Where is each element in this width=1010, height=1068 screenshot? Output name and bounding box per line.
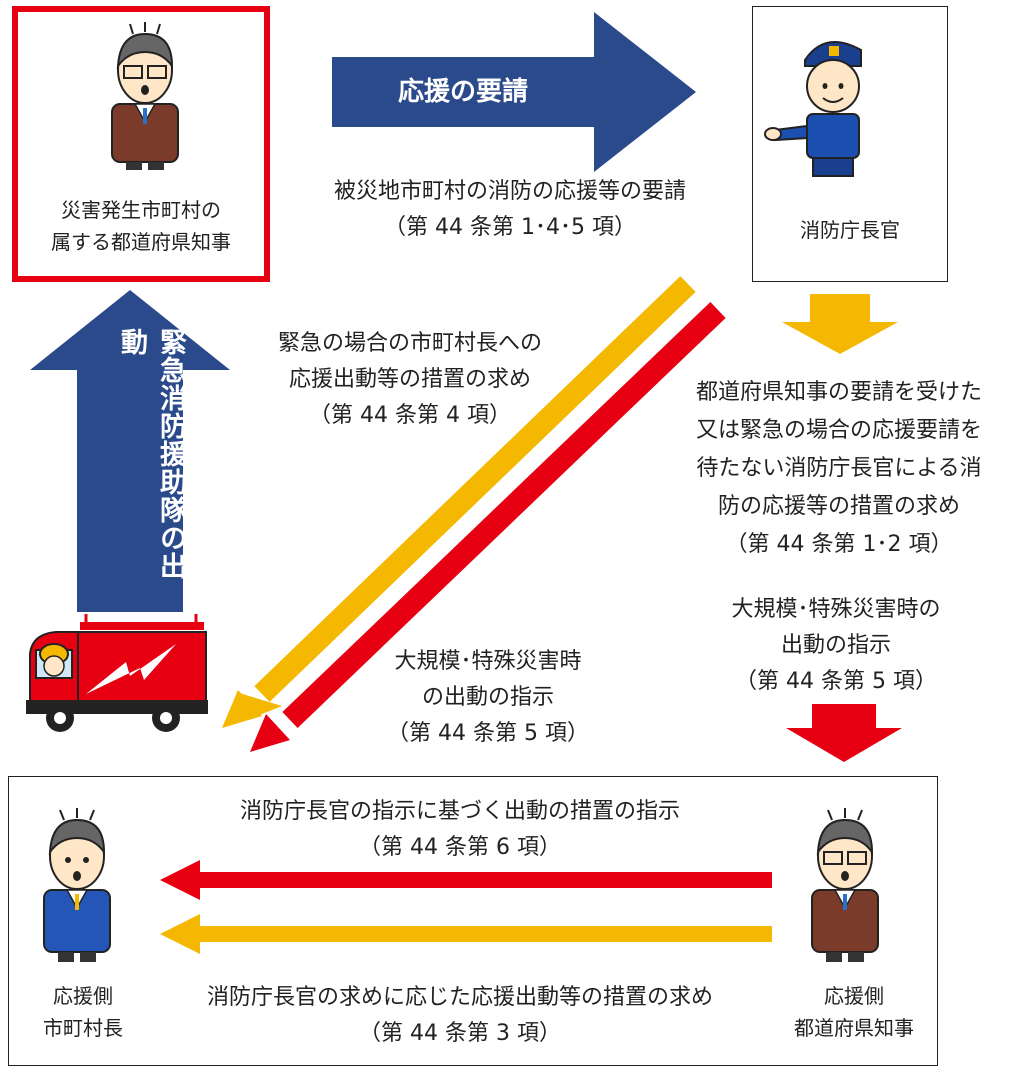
supporting-governor-label: 応援側 都道府県知事: [794, 984, 914, 1040]
governor-figure-icon: [111, 22, 179, 170]
fire-truck-icon: [26, 614, 208, 732]
emergency-dispatch-arrow: [30, 290, 230, 612]
request-arrow-label: 応援の要請: [397, 77, 528, 107]
bottom-horizontal-arrows: [160, 860, 772, 954]
request-text: 被災地市町村の消防の応援等の要請 （第 44 条第 1･4･5 項）: [333, 179, 686, 240]
request-arrow: [332, 12, 696, 172]
supporting-side-box: [8, 776, 938, 1066]
mayor-request-text: 緊急の場合の市町村長への 応援出動等の措置の求め （第 44 条第 4 項）: [277, 331, 542, 428]
commissioner-request-arrow: [782, 294, 898, 354]
mayor-figure-icon: [43, 808, 111, 962]
disaster-order-text-center: 大規模･特殊災害時 の出動の指示 （第 44 条第 5 項）: [387, 649, 589, 746]
supporting-mayor-label: 応援側 市町村長: [43, 984, 123, 1040]
disaster-order-arrow-right: [786, 704, 902, 762]
commissioner-figure-icon: [764, 41, 862, 177]
bottom-order-text: 消防庁長官の指示に基づく出動の措置の指示 （第 44 条第 6 項）: [239, 799, 680, 860]
disaster-order-text-right: 大規模･特殊災害時の 出動の指示 （第 44 条第 5 項）: [731, 597, 941, 694]
commissioner-label: 消防庁長官: [800, 218, 900, 242]
commissioner-request-text: 都道府県知事の要請を受けた 又は緊急の場合の応援要請を 待たない消防庁長官による…: [695, 380, 982, 557]
bottom-request-text: 消防庁長官の求めに応じた応援出動等の措置の求め （第 44 条第 3 項）: [206, 985, 713, 1046]
affected-governor-label: 災害発生市町村の 属する都道府県知事: [51, 198, 231, 254]
supporting-governor-figure-icon: [811, 808, 879, 962]
emergency-dispatch-label: 緊急消防援助隊の出動: [116, 328, 186, 580]
